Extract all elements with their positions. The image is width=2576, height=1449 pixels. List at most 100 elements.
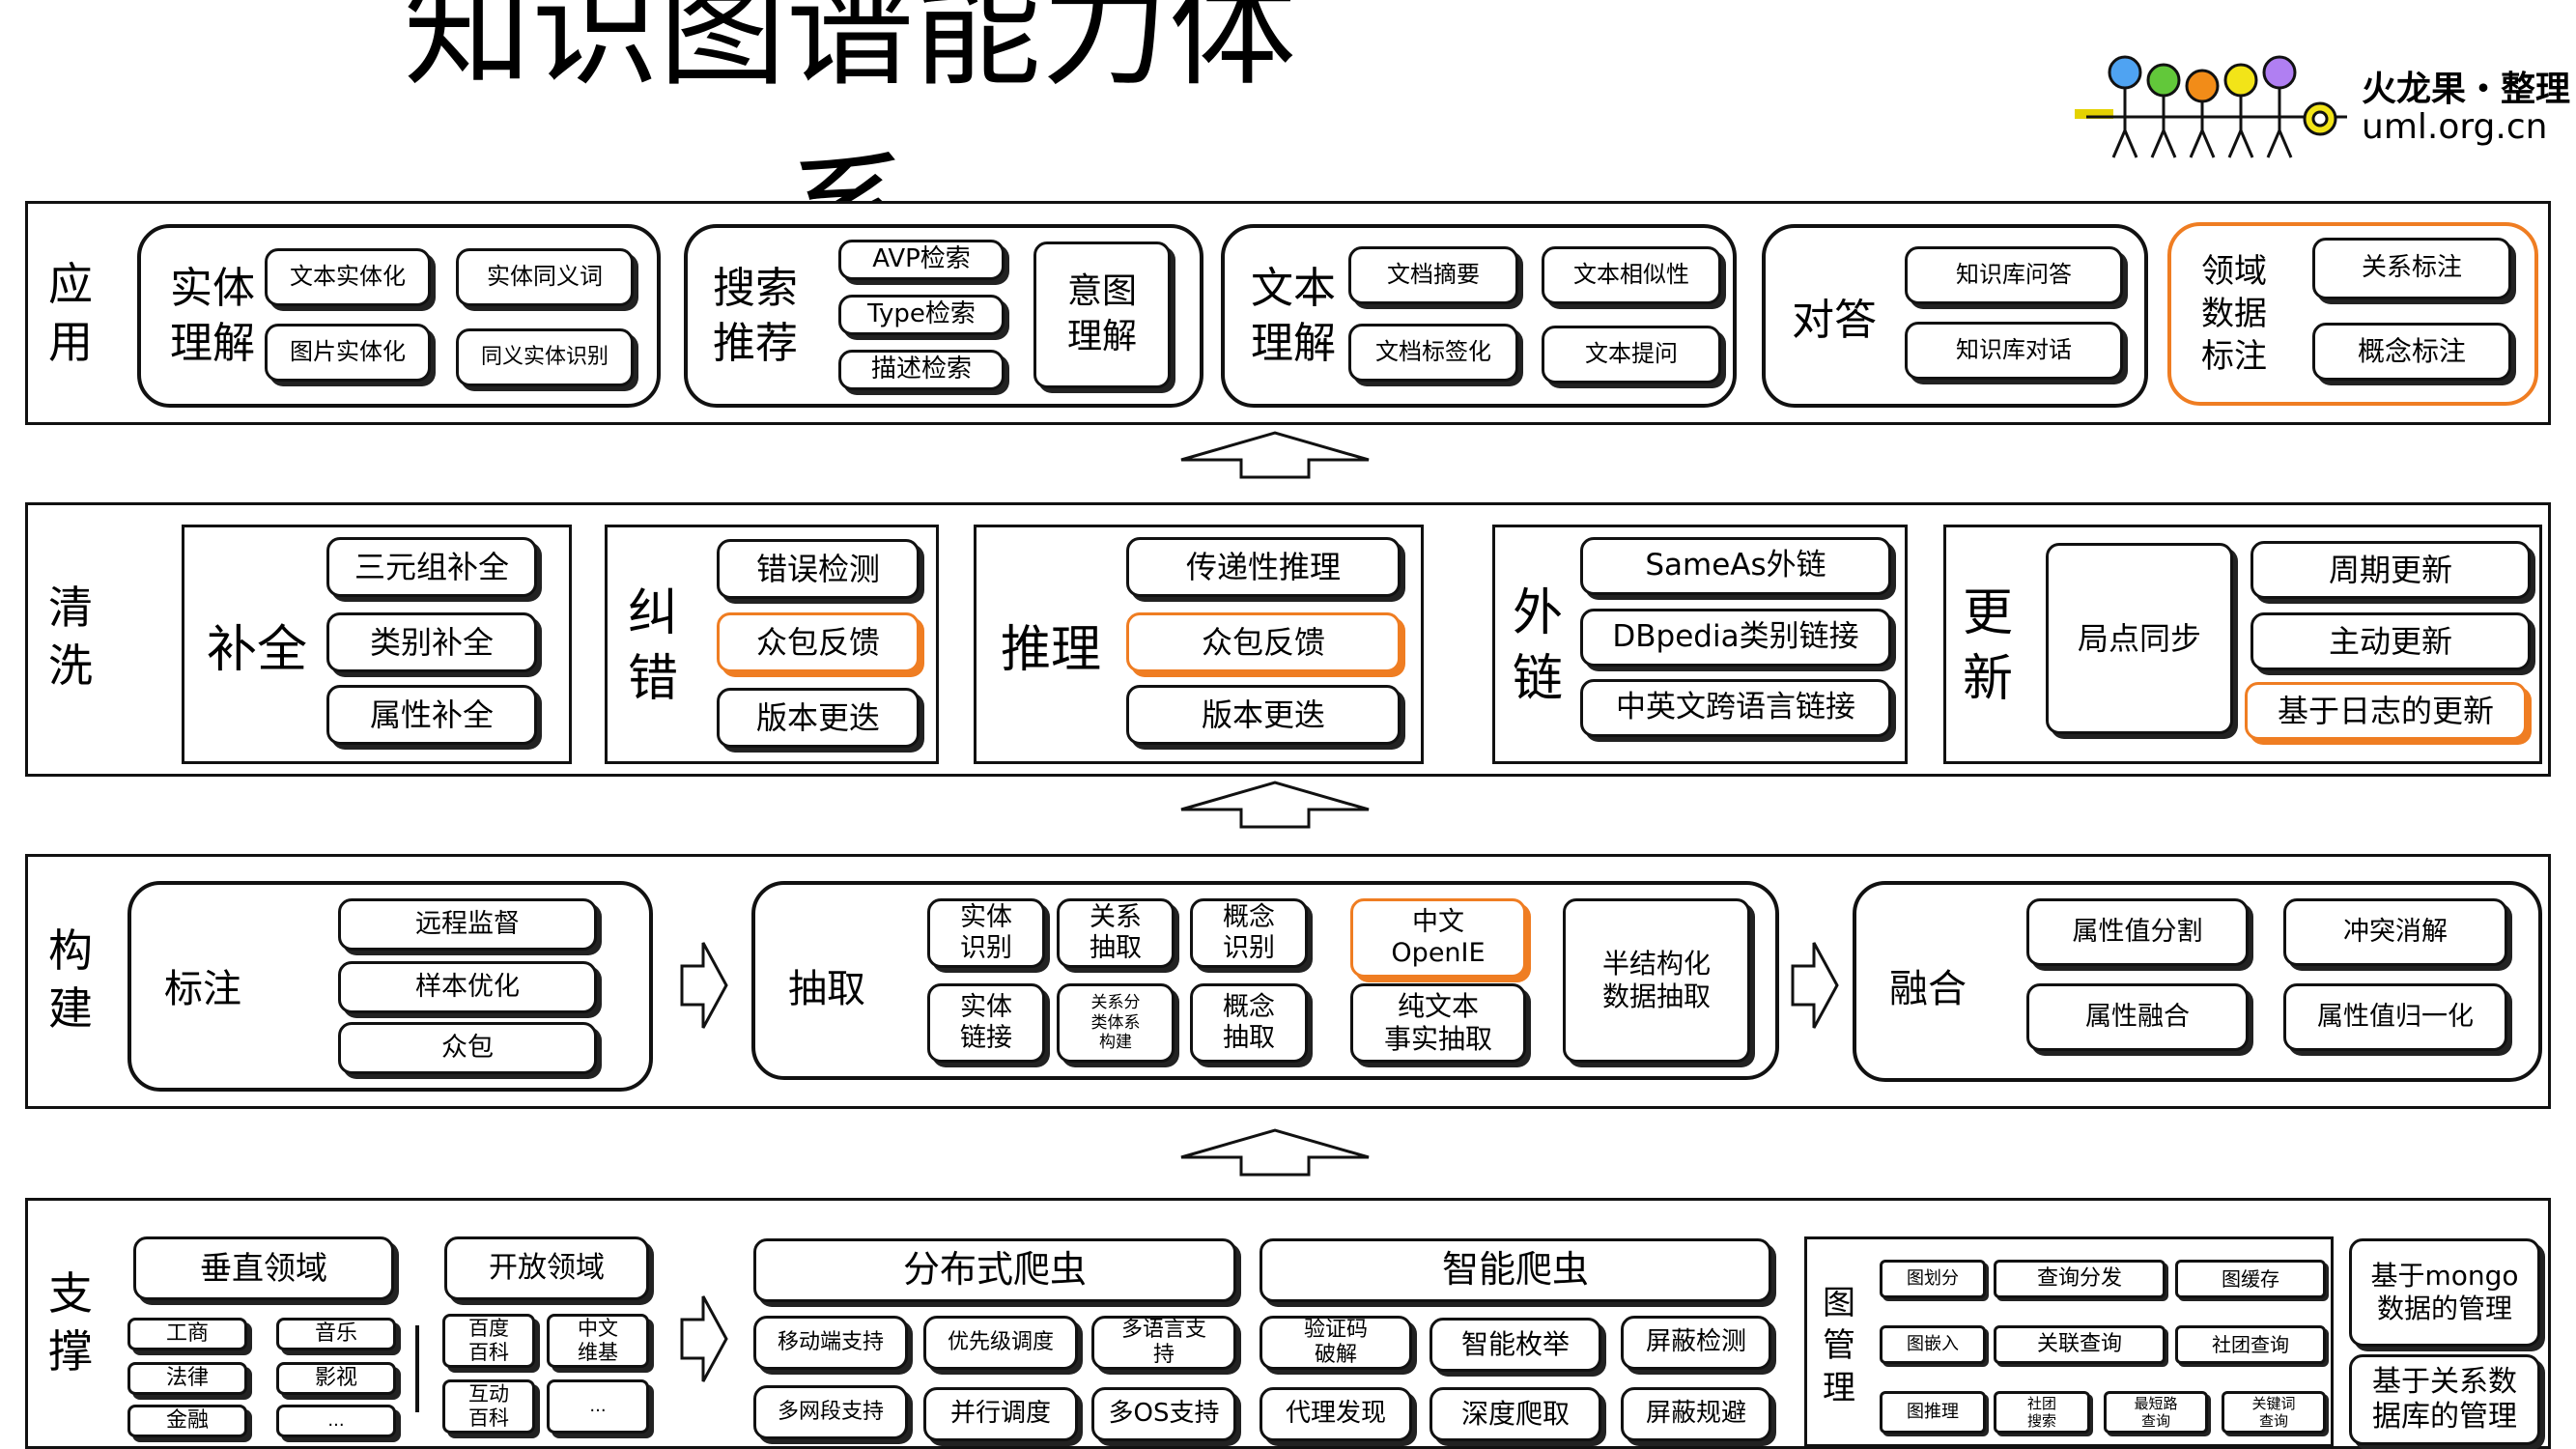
update-title: 更 新 [1962,584,2013,708]
relation-annotation-box: 关系标注 [2312,238,2511,299]
stick-figures-logo [2075,55,2347,158]
distributed-crawler-box: 分布式爬虫 [753,1238,1236,1302]
reasoning-version-iteration-box: 版本更迭 [1126,685,1401,745]
attribute-normalization-box: 属性值归一化 [2283,983,2507,1051]
qa-title: 对答 [1792,296,1877,345]
layer-support-label: 支 撑 [48,1267,93,1378]
smart-crawler-item: 屏蔽规避 [1621,1387,1771,1441]
entity-recognition-box: 实体 识别 [927,898,1045,968]
smart-crawler-box: 智能爬虫 [1260,1238,1771,1302]
layer-application-label: 应 用 [48,258,93,368]
sample-optimization-box: 样本优化 [338,961,597,1013]
smart-crawler-item: 代理发现 [1260,1387,1412,1441]
active-update-box: 主动更新 [2250,612,2531,670]
intent-understanding-box: 意图 理解 [1033,242,1171,388]
transitive-reasoning-box: 传递性推理 [1126,537,1401,597]
mongo-data-management-box: 基于mongo 数据的管理 [2349,1238,2540,1347]
kb-dialog-box: 知识库对话 [1905,322,2123,380]
smart-crawler-item: 验证码 破解 [1260,1316,1412,1370]
attribute-completion-box: 属性补全 [326,685,537,745]
graph-cache-box: 图缓存 [2175,1260,2326,1298]
triple-completion-box: 三元组补全 [326,537,537,597]
up-arrow-icon [1180,431,1370,479]
association-query-box: 关联查询 [1994,1325,2166,1364]
extraction-title: 抽取 [788,967,865,1011]
attribute-fusion-box: 属性融合 [2026,983,2249,1051]
open-domain-item: 互动 百科 [442,1379,535,1434]
graph-embedding-box: 图嵌入 [1880,1325,1986,1364]
synonym-entity-recognition-box: 同义实体识别 [456,328,634,386]
vertical-domain-item: 工商 [127,1318,247,1350]
layer-cleaning-label: 清 洗 [48,582,93,692]
concept-extraction-box: 概念 抽取 [1190,983,1308,1063]
annotation-title: 标注 [164,967,241,1011]
image-entity-box: 图片实体化 [265,324,431,382]
completion-title: 补全 [206,620,307,679]
distributed-crawler-item: 多网段支持 [753,1385,908,1439]
chinese-openie-box: 中文 OpenIE [1350,898,1526,978]
log-based-update-box: 基于日志的更新 [2245,682,2527,740]
text-similarity-box: 文本相似性 [1542,246,1721,304]
domain-annotation-title: 领域 数据 标注 [2201,251,2267,377]
kb-qa-box: 知识库问答 [1905,246,2123,304]
divider-line [415,1325,419,1412]
fusion-title: 融合 [1889,967,1967,1011]
graph-reasoning-box: 图推理 [1880,1391,1986,1434]
query-dispatch-box: 查询分发 [1994,1260,2166,1298]
vertical-domain-box: 垂直领域 [133,1236,394,1300]
vertical-domain-item: ... [276,1405,396,1437]
dbpedia-category-link-box: DBpedia类别链接 [1580,609,1891,667]
concept-recognition-box: 概念 识别 [1190,898,1308,968]
entity-understanding-title: 实体 理解 [170,263,255,368]
version-iteration-box: 版本更迭 [717,688,920,748]
distributed-crawler-item: 移动端支持 [753,1316,908,1370]
shortest-path-query-box: 最短路 查询 [2104,1391,2208,1434]
open-domain-item: ... [547,1379,649,1434]
up-arrow-icon [1180,1128,1370,1177]
open-domain-box: 开放领域 [444,1236,649,1300]
plain-text-fact-extraction-box: 纯文本 事实抽取 [1350,983,1526,1063]
sameas-link-box: SameAs外链 [1580,537,1891,595]
logo: 火龙果・整理 uml.org.cn [2067,53,2571,169]
graph-management-title: 图 管 理 [1823,1283,1855,1408]
relation-taxonomy-box: 关系分 类体系 构建 [1057,983,1175,1063]
periodic-update-box: 周期更新 [2250,541,2531,599]
crowdsource-box: 众包 [338,1022,597,1074]
type-search-box: Type检索 [838,295,1005,335]
external-link-title: 外 链 [1512,584,1563,708]
logo-text-url: uml.org.cn [2362,107,2548,147]
search-recommend-title: 搜索 推荐 [713,263,798,368]
vertical-domain-item: 金融 [127,1405,247,1437]
category-completion-box: 类别补全 [326,612,537,672]
vertical-domain-item: 音乐 [276,1318,396,1350]
community-query-box: 社团查询 [2175,1325,2326,1364]
entity-linking-box: 实体 链接 [927,983,1045,1063]
reasoning-title: 推理 [1000,620,1101,679]
attribute-split-box: 属性值分割 [2026,898,2249,966]
logo-text-brand: 火龙果・整理 [2362,70,2571,109]
smart-crawler-item: 屏蔽检测 [1621,1316,1771,1370]
right-arrow-icon [1791,942,1839,1029]
text-entity-box: 文本实体化 [265,248,431,306]
text-understanding-title: 文本 理解 [1251,263,1336,368]
smart-crawler-item: 智能枚举 [1430,1318,1601,1372]
distant-supervision-box: 远程监督 [338,898,597,951]
cross-language-link-box: 中英文跨语言链接 [1580,679,1891,737]
open-domain-item: 中文 维基 [547,1314,649,1368]
distributed-crawler-item: 多语言支 持 [1091,1316,1236,1370]
distributed-crawler-item: 优先级调度 [923,1316,1078,1370]
crowdsource-feedback-box: 众包反馈 [717,612,920,672]
up-arrow-icon [1180,781,1370,829]
open-domain-item: 百度 百科 [442,1314,535,1368]
vertical-domain-item: 法律 [127,1362,247,1395]
text-question-box: 文本提问 [1542,326,1721,384]
conflict-resolution-box: 冲突消解 [2283,898,2507,966]
relation-extraction-box: 关系 抽取 [1057,898,1175,968]
avp-search-box: AVP检索 [838,240,1005,280]
graph-partition-box: 图划分 [1880,1260,1986,1298]
error-detection-box: 错误检测 [717,539,920,599]
document-summary-box: 文档摘要 [1348,246,1518,304]
distributed-crawler-item: 并行调度 [923,1387,1078,1441]
correction-title: 纠 错 [627,584,678,708]
layer-construction-label: 构 建 [48,924,93,1035]
